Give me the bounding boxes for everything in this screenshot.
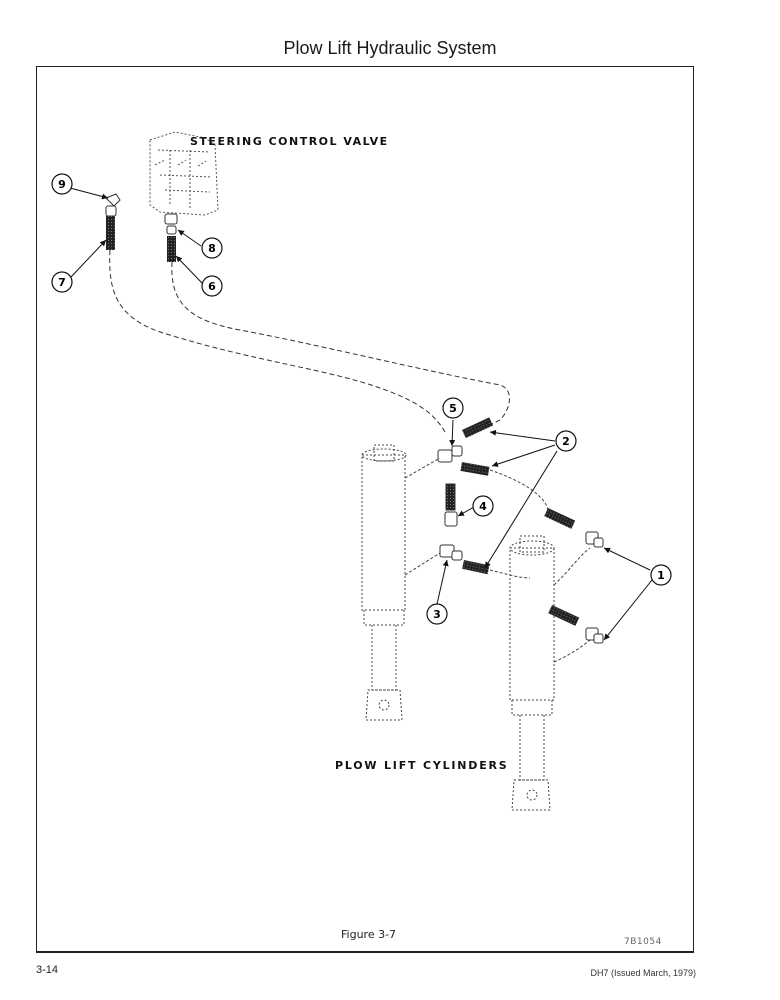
tee-fitting-5 (437, 445, 463, 463)
figure-caption: Figure 3-7 (341, 928, 396, 941)
issue-note: DH7 (Issued March, 1979) (590, 968, 696, 978)
elbow-fitting-9 (105, 193, 121, 217)
figure-frame (36, 66, 694, 953)
hose-7-end (106, 216, 115, 250)
leader-lines (69, 187, 653, 641)
elbow-fitting-1-upper (585, 531, 604, 548)
elbow-fitting-1-lower (585, 627, 604, 644)
adapter-4 (444, 483, 458, 527)
callout-5: 5 (442, 397, 464, 419)
callout-1: 1 (650, 564, 672, 586)
figure-code: 7B1054 (624, 937, 662, 947)
steering-control-valve-label: STEERING CONTROL VALVE (190, 135, 389, 148)
svg-text:7: 7 (58, 276, 66, 289)
steering-control-valve (149, 131, 219, 216)
svg-text:8: 8 (208, 242, 216, 255)
svg-text:4: 4 (479, 500, 487, 513)
plow-lift-cylinders-label: PLOW LIFT CYLINDERS (335, 759, 509, 772)
callout-7: 7 (51, 271, 73, 293)
hose-2-lower (462, 560, 490, 575)
hose-lines (109, 249, 510, 433)
hose-6-end (167, 236, 176, 262)
svg-text:1: 1 (657, 569, 665, 582)
callout-8: 8 (201, 237, 223, 259)
callout-3: 3 (426, 603, 448, 625)
svg-text:6: 6 (208, 280, 216, 293)
svg-text:5: 5 (449, 402, 457, 415)
callout-4: 4 (472, 495, 494, 517)
callout-6: 6 (201, 275, 223, 297)
hose-2-middle (460, 461, 490, 476)
hose-2-upper (462, 417, 493, 439)
fitting-8 (164, 213, 178, 235)
page-number: 3-14 (36, 964, 59, 976)
hose-1-upper (544, 508, 576, 529)
plow-lift-cylinder-left (361, 444, 407, 721)
plow-lift-cylinder-right (509, 535, 555, 811)
svg-text:9: 9 (58, 178, 66, 191)
svg-text:2: 2 (562, 435, 570, 448)
hose-1-lower (548, 605, 580, 626)
callout-2: 2 (555, 430, 577, 452)
svg-text:3: 3 (433, 608, 441, 621)
callout-9: 9 (51, 173, 73, 195)
cylinder-tubes (404, 457, 593, 663)
page-title: Plow Lift Hydraulic System (283, 38, 497, 58)
tee-fitting-3 (439, 544, 463, 561)
